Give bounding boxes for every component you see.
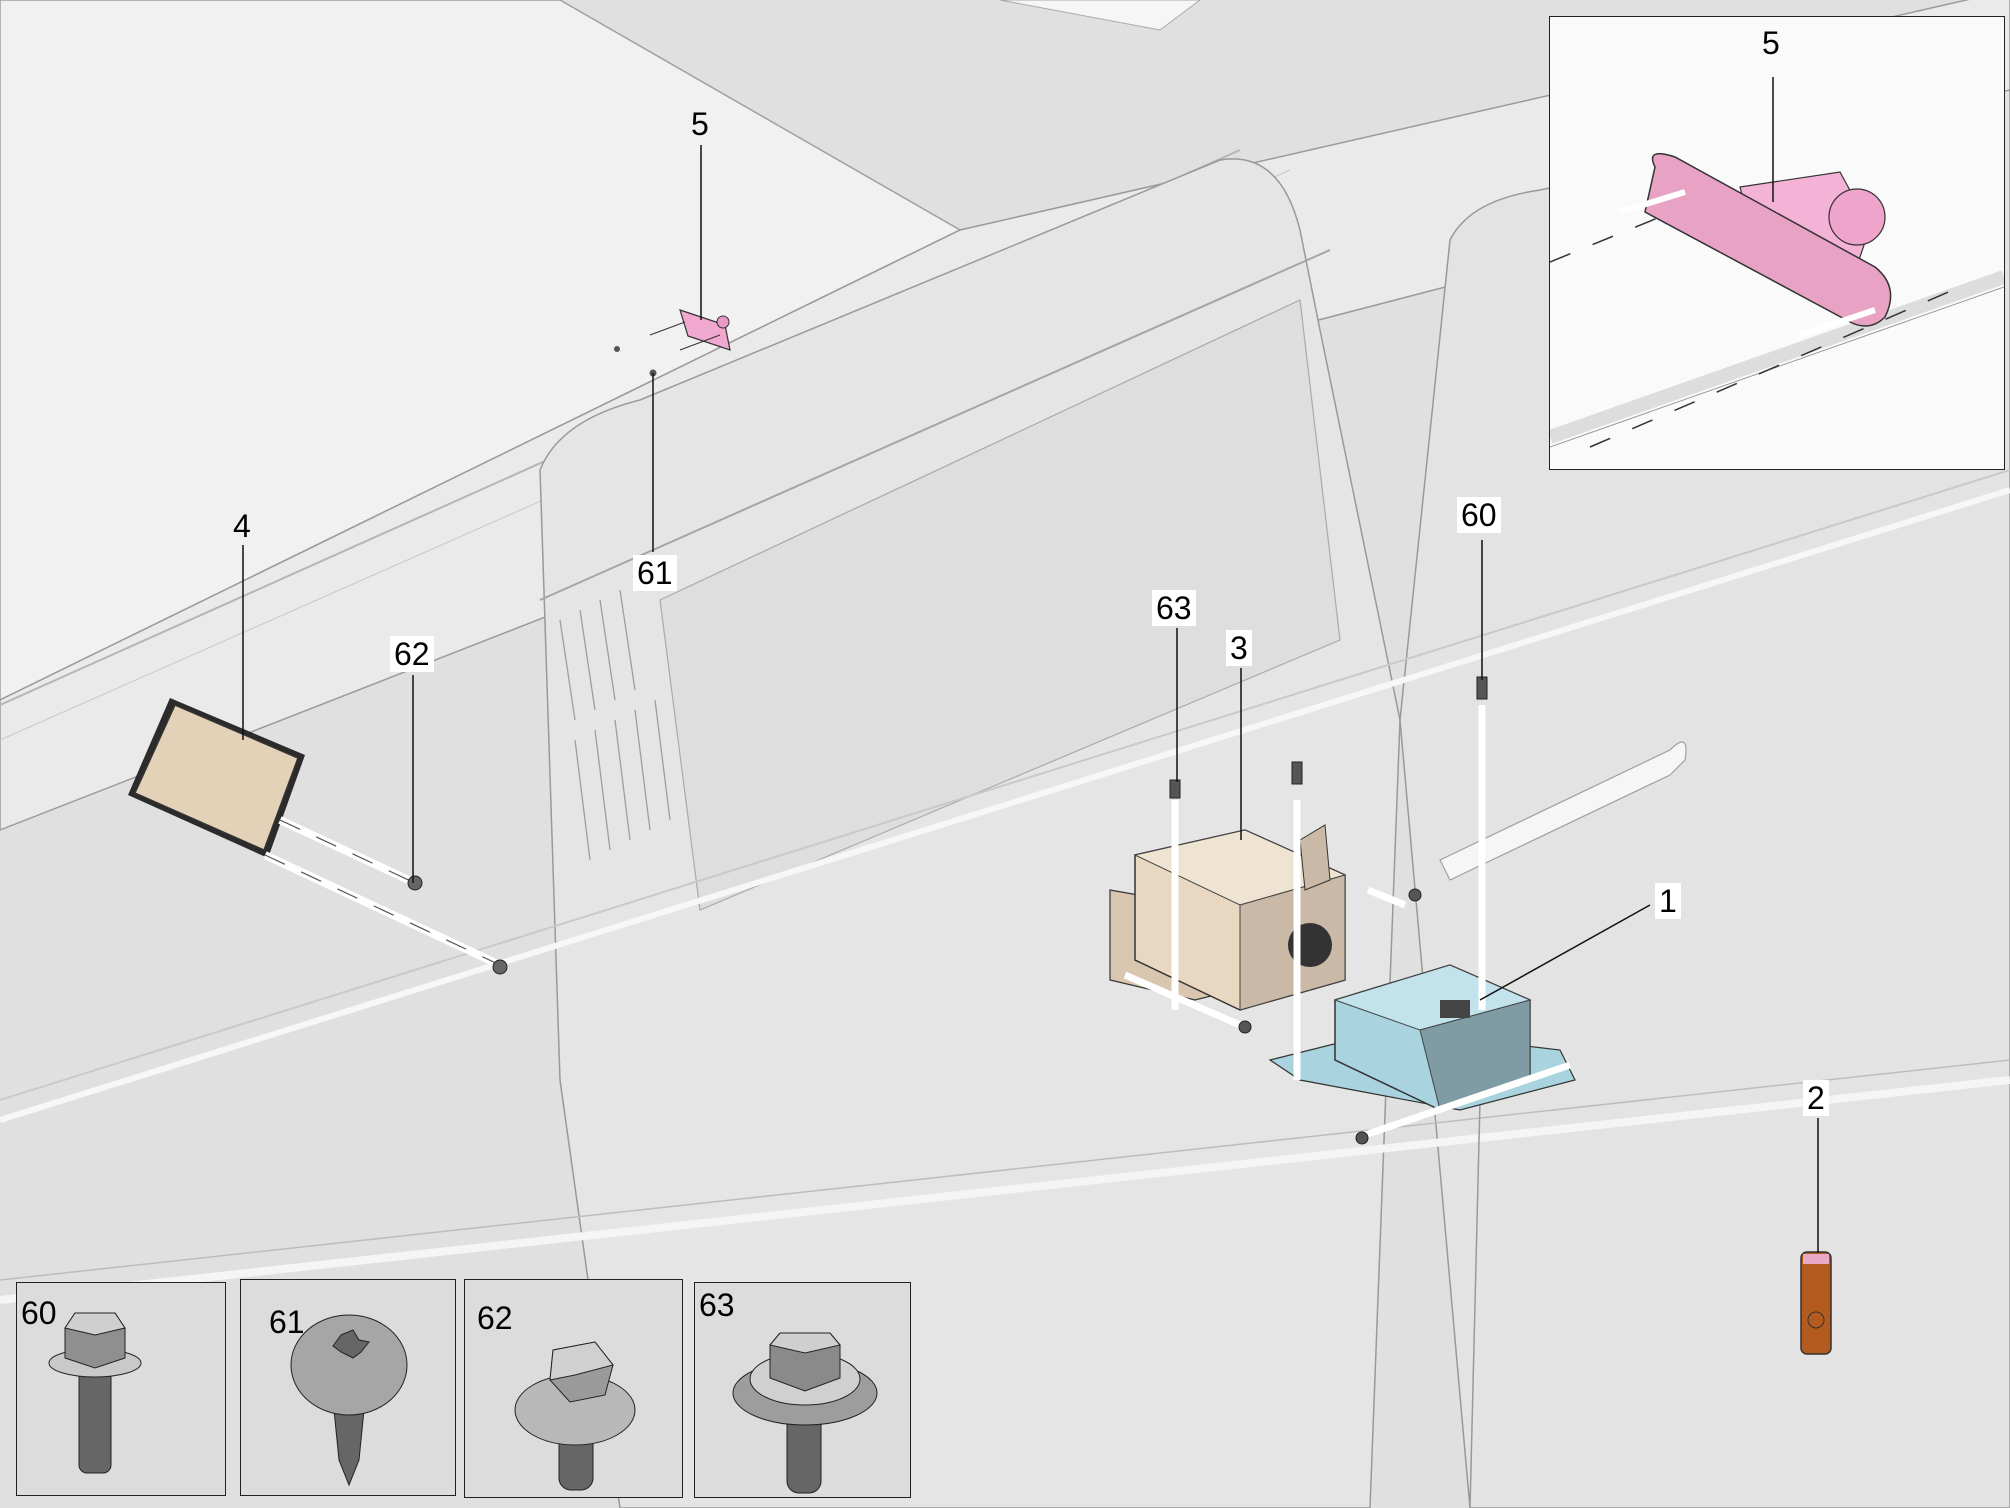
fastener-legend-62: 62 — [464, 1279, 683, 1498]
callout-5[interactable]: 5 — [691, 106, 709, 142]
callout-62[interactable]: 62 — [390, 636, 434, 672]
detail-inset-part-5: 5 — [1547, 16, 2007, 470]
callout-63[interactable]: 63 — [1152, 590, 1196, 626]
callout-4[interactable]: 4 — [233, 508, 251, 544]
connector-detail-drawing — [1547, 77, 2007, 448]
fastener-legend-63: 63 — [694, 1282, 911, 1498]
callout-60[interactable]: 60 — [1457, 497, 1501, 533]
callout-61[interactable]: 61 — [633, 555, 677, 591]
fastener-legend-63-label: 63 — [699, 1287, 735, 1323]
part-62-fasteners[interactable] — [407, 875, 508, 975]
fastener-legend-60: 60 — [16, 1282, 226, 1496]
detail-inset-label: 5 — [1762, 25, 1780, 61]
part-4-display[interactable] — [128, 698, 502, 969]
fastener-legend-62-label: 62 — [477, 1300, 513, 1336]
callout-2[interactable]: 2 — [1803, 1080, 1829, 1116]
hex-bolt-washer-icon — [514, 1341, 636, 1491]
leader-lines — [242, 145, 1819, 1253]
part-2-remote[interactable] — [1800, 1251, 1832, 1355]
fastener-guide-lines — [1123, 705, 1572, 1139]
fastener-legend-61: 61 — [240, 1279, 456, 1496]
part-60-63-bolts[interactable] — [1169, 676, 1488, 1145]
hex-flange-bolt-icon — [48, 1312, 142, 1474]
callout-3[interactable]: 3 — [1226, 630, 1252, 666]
part-5-connector[interactable] — [649, 309, 731, 351]
fastener-legend-60-label: 60 — [21, 1295, 57, 1331]
hex-bolt-large-washer-icon — [732, 1332, 878, 1494]
fastener-legend-61-label: 61 — [269, 1304, 305, 1340]
torx-pan-head-screw-icon — [290, 1314, 408, 1487]
callout-1[interactable]: 1 — [1655, 883, 1681, 919]
